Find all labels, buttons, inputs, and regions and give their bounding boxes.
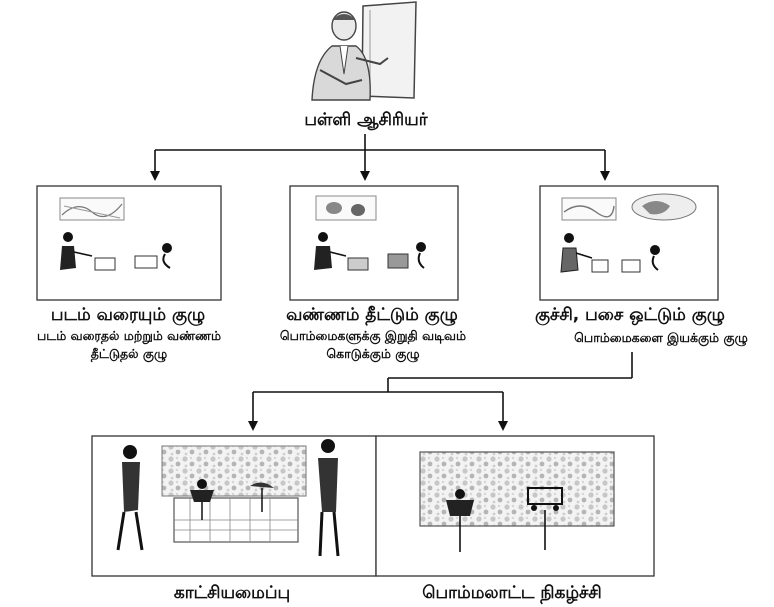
group-title-sticking: குச்சி, பசை ஒட்டும் குழு bbox=[535, 305, 725, 325]
group-desc-coloring-line2: கொடுக்கும் குழு bbox=[326, 346, 420, 361]
group-desc-drawing-line1: படம் வரைதல் மற்றும் வண்ணம் bbox=[36, 328, 222, 343]
output-label-puppet-show: பொம்மலாட்ட நிகழ்ச்சி bbox=[422, 583, 602, 603]
output-panel-puppet-show bbox=[375, 435, 655, 577]
root-label: பள்ளி ஆசிரியர் bbox=[304, 110, 428, 130]
output-connectors bbox=[248, 352, 633, 431]
group-panel-drawing bbox=[36, 185, 222, 301]
group-desc-coloring-line1: பொம்மைகளுக்கு இறுதி வடிவம் bbox=[279, 328, 467, 343]
group-panel-sticking bbox=[539, 185, 719, 301]
root-connectors bbox=[150, 134, 610, 181]
group-panel-coloring bbox=[289, 185, 459, 301]
group-title-coloring: வண்ணம் தீட்டும் குழு bbox=[286, 305, 458, 325]
output-label-stage-setup: காட்சியமைப்பு bbox=[173, 583, 291, 603]
output-panel-stage-setup bbox=[91, 435, 377, 577]
teacher-icon bbox=[311, 1, 417, 101]
group-title-drawing: படம் வரையும் குழு bbox=[50, 305, 206, 325]
group-desc-sticking-line1: பொம்மைகளை இயக்கும் குழு bbox=[574, 330, 748, 345]
group-desc-drawing-line2: தீட்டுதல் குழு bbox=[90, 346, 168, 361]
